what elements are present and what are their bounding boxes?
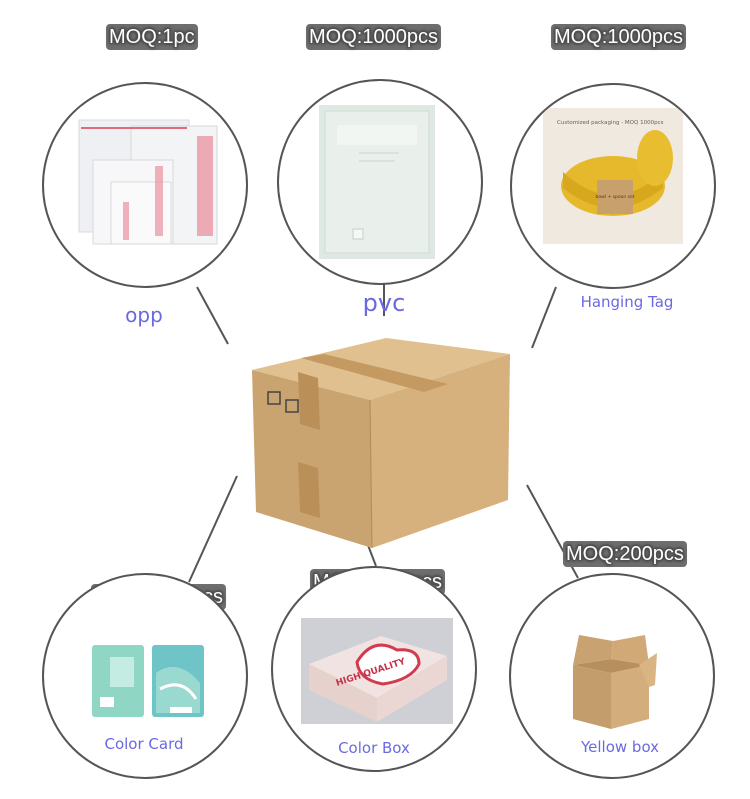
opp-bags-image	[71, 106, 221, 254]
pvc-bag-image	[319, 105, 435, 259]
label-color-card: Color Card	[104, 735, 184, 753]
color-box-image: HIGH QUALITY	[301, 618, 453, 724]
hanging-tag-image: Customized packaging - MOQ 1000pcs bowl …	[543, 108, 683, 244]
hanging-tag-header-text: Customized packaging - MOQ 1000pcs	[557, 120, 664, 126]
label-opp: opp	[125, 303, 163, 327]
circle-yellow-box	[509, 573, 715, 779]
moq-badge-yellow-box: MOQ:200pcs	[563, 541, 687, 567]
circle-pvc	[277, 79, 483, 285]
shipping-carton-image	[252, 338, 510, 549]
circle-color-box: HIGH QUALITY	[271, 566, 477, 772]
hanging-tag-card-text: bowl + spoon set	[595, 194, 634, 200]
label-hanging-tag: Hanging Tag	[580, 293, 674, 311]
moq-badge-hanging-tag: MOQ:1000pcs	[551, 24, 686, 50]
fragile-icon	[285, 399, 299, 413]
circle-color-card	[42, 573, 248, 779]
color-card-image	[90, 643, 208, 719]
circle-opp	[42, 82, 248, 288]
connector-opp	[196, 286, 229, 345]
connector-color-card	[188, 475, 238, 583]
moq-badge-pvc: MOQ:1000pcs	[306, 24, 441, 50]
label-color-box: Color Box	[338, 739, 410, 757]
moq-badge-opp: MOQ:1pc	[106, 24, 198, 50]
circle-hanging-tag: Customized packaging - MOQ 1000pcs bowl …	[510, 83, 716, 289]
yellow-box-image	[563, 625, 659, 737]
connector-hanging-tag	[531, 286, 557, 349]
label-pvc: pvc	[362, 289, 406, 317]
label-yellow-box: Yellow box	[580, 738, 660, 756]
umbrella-icon	[267, 391, 281, 405]
